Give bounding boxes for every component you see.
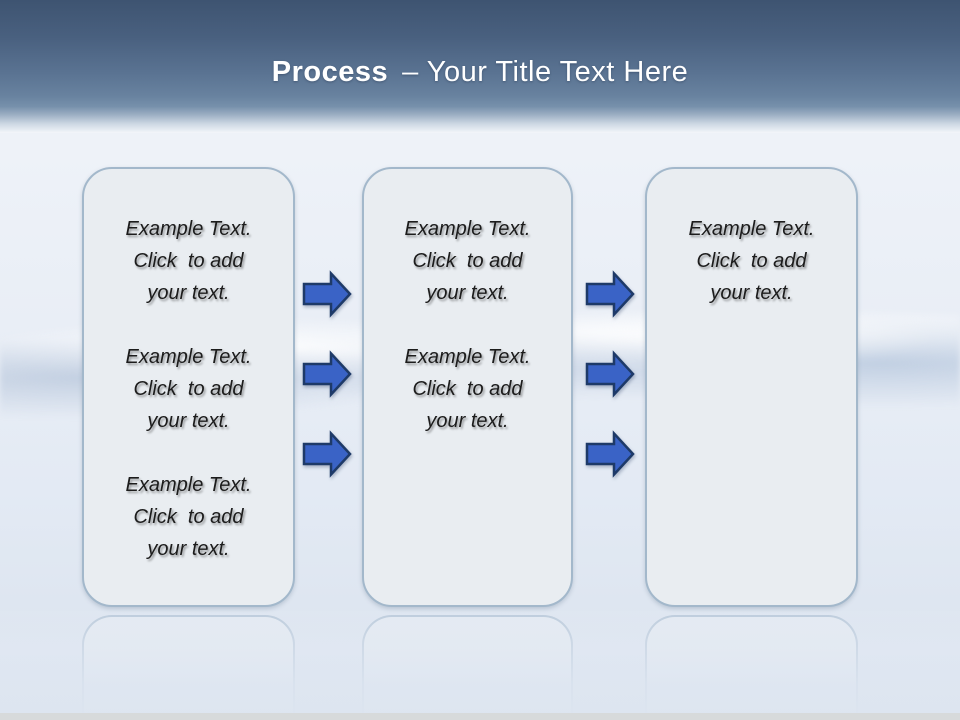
header-band: Process – Your Title Text Here (0, 0, 960, 133)
placeholder-paragraph[interactable]: Example Text. Click to add your text. (404, 218, 531, 304)
slide-title[interactable]: Process – Your Title Text Here (0, 54, 960, 90)
bottom-edge-strip (0, 713, 960, 720)
slide-title-keyword: Process (271, 56, 389, 88)
process-box-3[interactable]: Example Text. Click to add your text. (645, 167, 858, 607)
placeholder-paragraph[interactable]: Example Text. Click to add your text. (688, 218, 815, 304)
right-arrow-icon[interactable] (302, 430, 352, 478)
right-arrow-icon[interactable] (585, 430, 635, 478)
placeholder-paragraph[interactable]: Example Text. Click to add your text. (125, 346, 252, 432)
right-arrow-icon[interactable] (585, 350, 635, 398)
process-box-1[interactable]: Example Text. Click to add your text. Ex… (82, 167, 295, 607)
right-arrow-icon[interactable] (585, 270, 635, 318)
reflection-fade-overlay (0, 611, 960, 720)
placeholder-paragraph[interactable]: Example Text. Click to add your text. (125, 218, 252, 304)
right-arrow-icon[interactable] (302, 350, 352, 398)
placeholder-paragraph[interactable]: Example Text. Click to add your text. (404, 346, 531, 432)
placeholder-paragraph[interactable]: Example Text. Click to add your text. (125, 474, 252, 560)
slide-title-subtext: – Your Title Text Here (402, 56, 689, 88)
process-box-2[interactable]: Example Text. Click to add your text. Ex… (362, 167, 573, 607)
box-reflection (0, 611, 960, 720)
right-arrow-icon[interactable] (302, 270, 352, 318)
